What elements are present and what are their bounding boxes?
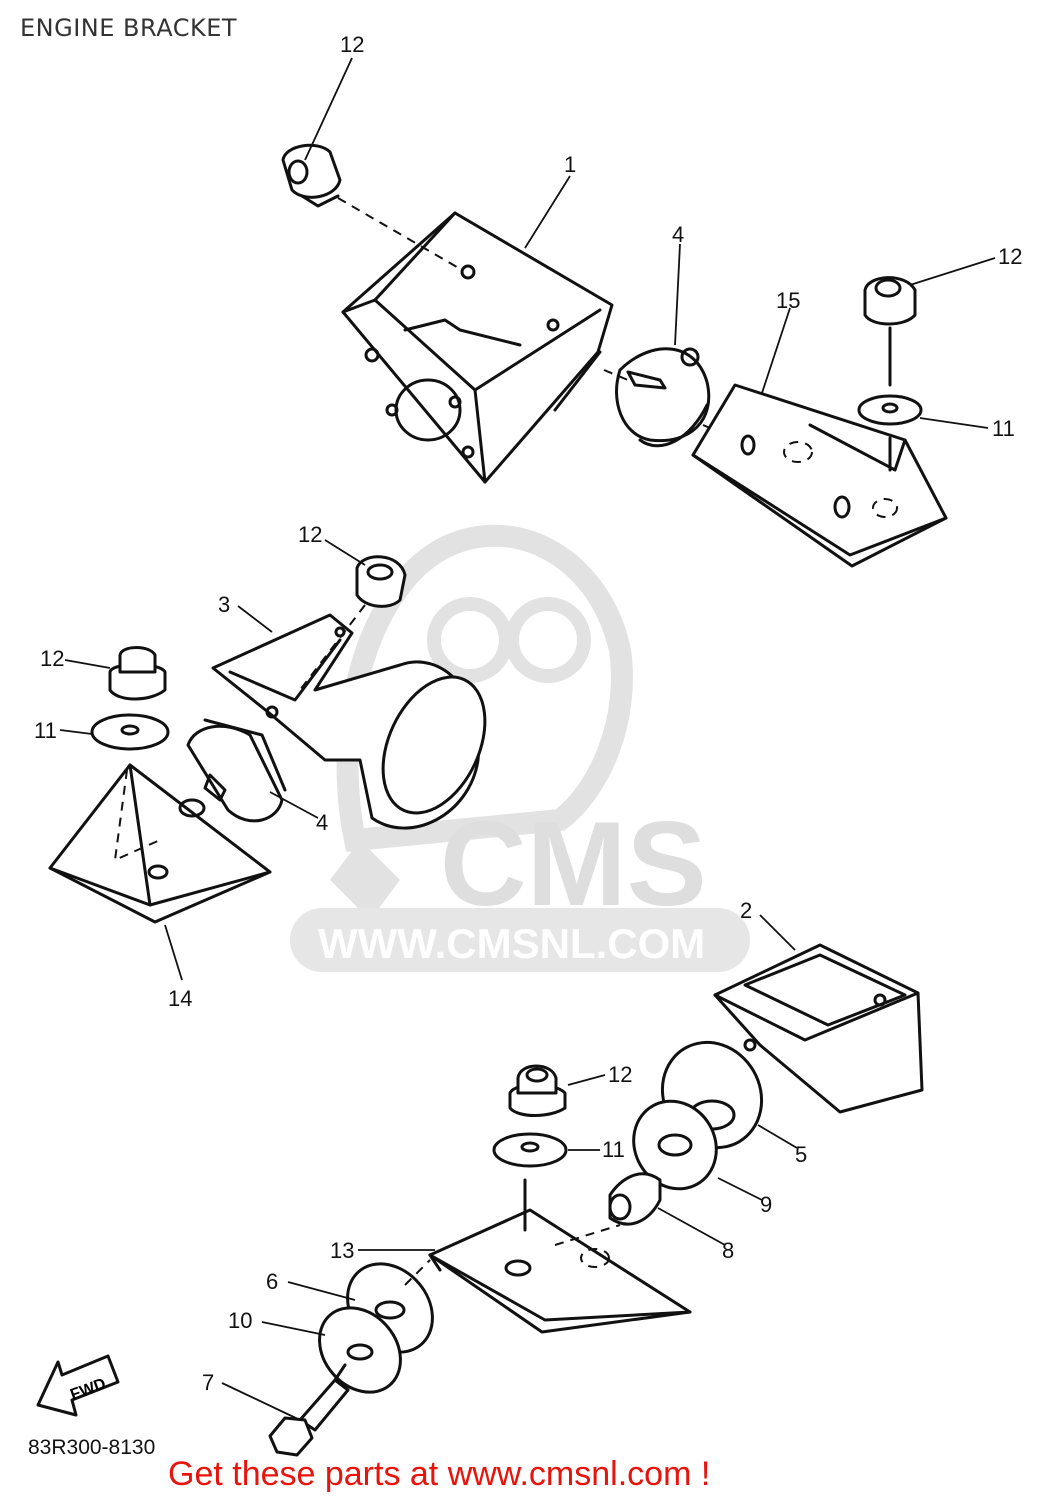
part-15-bracket-plate <box>691 383 948 568</box>
part-12-nut-top <box>281 143 342 208</box>
part-13-bracket <box>428 1208 692 1334</box>
callout-labels: 12 1 4 12 15 11 12 3 12 11 4 14 2 12 11 … <box>34 32 1022 1395</box>
callout-11: 11 <box>602 1137 625 1162</box>
callout-3: 3 <box>218 592 230 617</box>
part-11-washer-left <box>90 713 170 751</box>
page-title: ENGINE BRACKET <box>20 14 238 42</box>
callout-11: 11 <box>992 416 1015 441</box>
part-12-nut-left <box>108 646 167 701</box>
part-14-bracket <box>48 763 272 924</box>
callout-12: 12 <box>40 646 64 671</box>
part-11-washer-bottom <box>492 1132 568 1168</box>
part-12-nut-bottom <box>508 1064 567 1117</box>
callout-14: 14 <box>168 986 192 1011</box>
callout-1: 1 <box>564 152 576 177</box>
callout-2: 2 <box>740 898 752 923</box>
part-2-bracket <box>713 943 924 1114</box>
part-1-engine-bracket <box>341 211 614 484</box>
leader-lines <box>59 57 996 1421</box>
part-12-nut-right <box>863 276 917 326</box>
part-7-bolt <box>268 1363 350 1457</box>
cmsnl-watermark: CMS WWW.CMSNL.COM <box>290 524 750 972</box>
part-4-mount-left <box>186 718 287 823</box>
callout-12: 12 <box>998 244 1022 269</box>
callout-15: 15 <box>776 288 800 313</box>
callout-12: 12 <box>298 522 322 547</box>
callout-12: 12 <box>340 32 364 57</box>
callout-7: 7 <box>202 1370 214 1395</box>
part-8-collar <box>608 1172 662 1226</box>
part-4-mount-top <box>615 347 711 448</box>
part-3-bracket <box>211 613 487 830</box>
part-11-washer-right <box>857 394 923 426</box>
fwd-arrow-icon: FWD <box>36 1354 120 1417</box>
callout-8: 8 <box>722 1238 734 1263</box>
part-9-washer <box>632 1099 718 1191</box>
callout-10: 10 <box>228 1308 252 1333</box>
callout-4: 4 <box>316 810 328 835</box>
footer-link[interactable]: Get these parts at www.cmsnl.com ! <box>168 1455 711 1493</box>
diagram-code: 83R300-8130 <box>28 1436 156 1459</box>
callout-11: 11 <box>34 718 57 743</box>
callout-12: 12 <box>608 1062 632 1087</box>
callout-6: 6 <box>266 1269 278 1294</box>
callout-9: 9 <box>760 1192 772 1217</box>
callout-13: 13 <box>330 1238 354 1263</box>
callout-5: 5 <box>795 1142 807 1167</box>
callout-4: 4 <box>672 222 684 247</box>
part-12-nut-mid <box>355 555 407 608</box>
watermark-url: WWW.CMSNL.COM <box>318 920 705 967</box>
